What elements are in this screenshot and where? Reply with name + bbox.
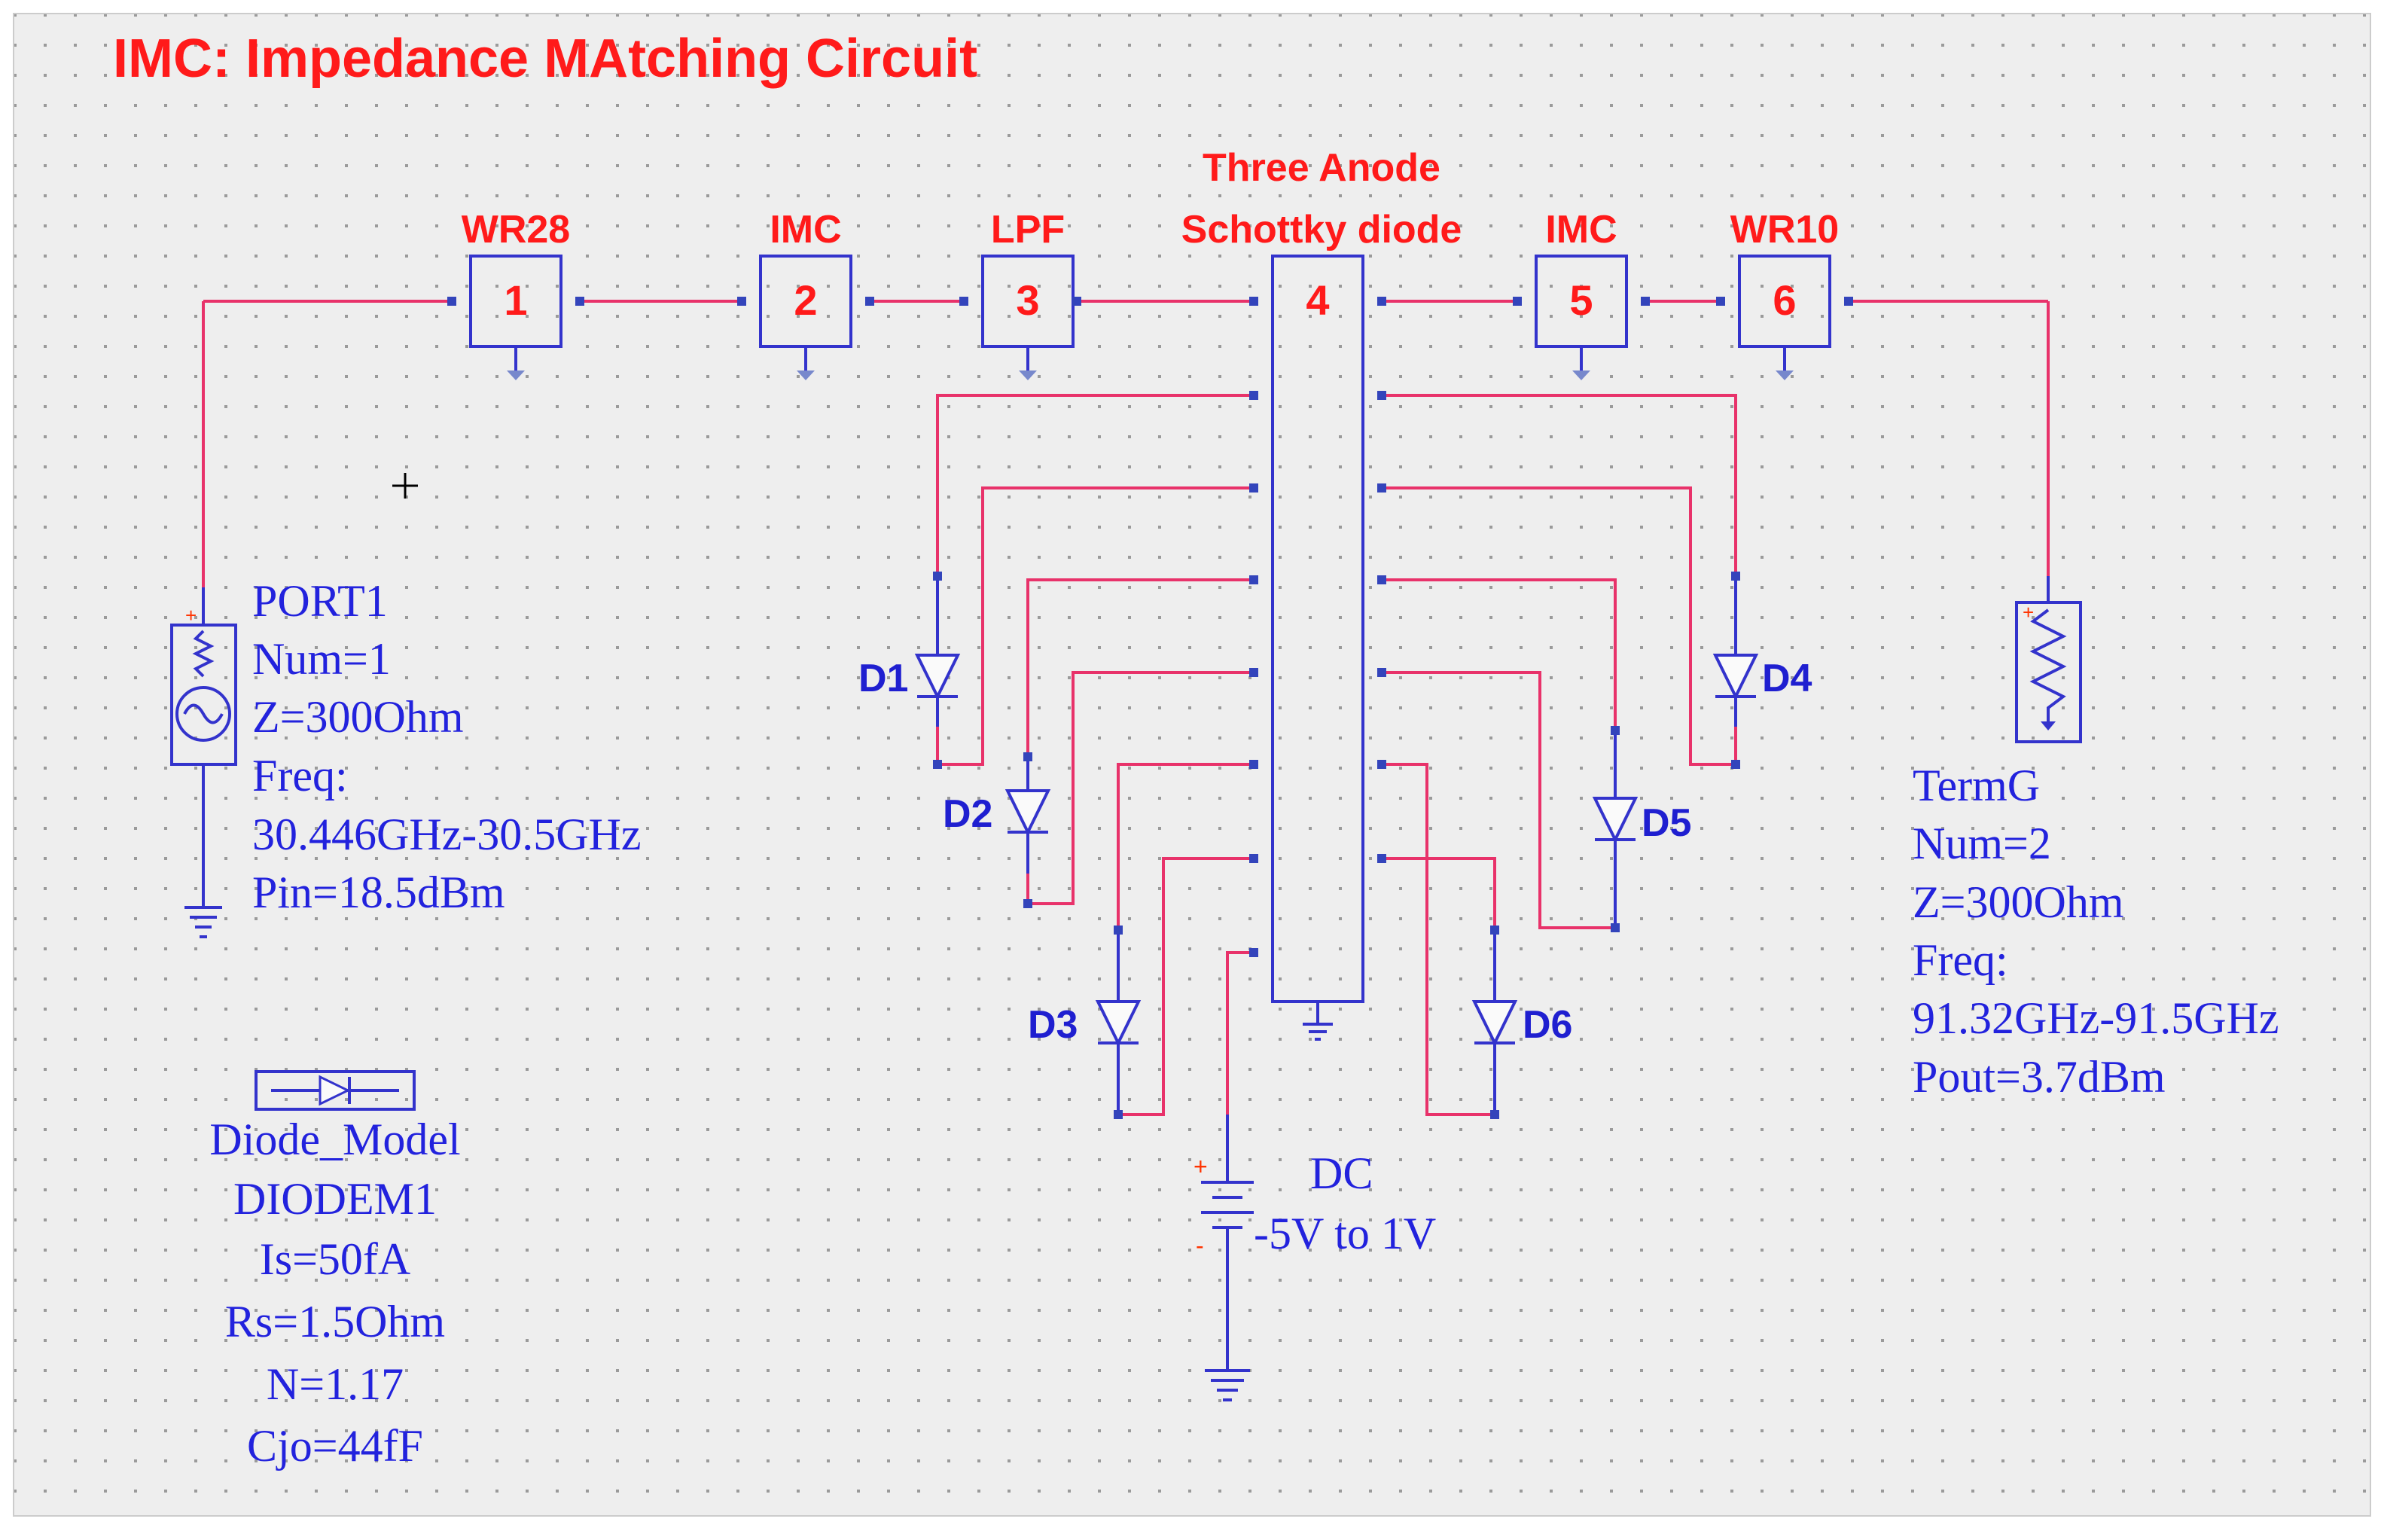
port1-pin: Pin=18.5dBm [252, 868, 505, 917]
block-3-number: 3 [1016, 276, 1039, 324]
block-1-number: 1 [504, 276, 527, 324]
termg-freq-label: Freq: [1913, 935, 2008, 985]
diode-model-name: DIODEM1 [233, 1174, 437, 1224]
crosshair-cursor-icon [392, 473, 418, 499]
block-2-label: IMC [770, 208, 841, 252]
main-signal-wires [202, 300, 2050, 587]
block-2-imc[interactable]: IMC 2 [737, 208, 874, 380]
plus-marker: + [2023, 601, 2034, 624]
block-5-number: 5 [1569, 276, 1593, 324]
diode-d6[interactable]: D6 [1471, 926, 1572, 1119]
port1-parameters: PORT1 Num=1 Z=300Ohm Freq: 30.446GHz-30.… [252, 576, 642, 917]
dc-source-parameters: DC -5V to 1V [1254, 1148, 1436, 1258]
diode-d5-label: D5 [1642, 801, 1691, 845]
port1-impedance: Z=300Ohm [252, 692, 464, 742]
ac-source-icon [175, 686, 231, 742]
dc-source[interactable]: + - [1194, 1115, 1254, 1401]
diode-model-parameters: Diode_Model DIODEM1 Is=50fA Rs=1.5Ohm N=… [209, 1115, 460, 1471]
plus-marker: + [185, 604, 197, 627]
diode-d4[interactable]: D4 [1712, 572, 1812, 769]
dc-range: -5V to 1V [1254, 1209, 1436, 1258]
block-4-label-line2: Schottky diode [1181, 208, 1462, 252]
termg-name: TermG [1913, 761, 2040, 810]
diode-model-rs: Rs=1.5Ohm [225, 1297, 445, 1346]
block-5-imc[interactable]: IMC 5 [1513, 208, 1650, 380]
block-1-wr28[interactable]: WR28 1 [447, 208, 584, 380]
diode-d3[interactable]: D3 [1028, 926, 1142, 1119]
block-4-number: 4 [1306, 276, 1329, 324]
diode-model-is: Is=50fA [260, 1234, 410, 1284]
port1-num: Num=1 [252, 634, 391, 684]
diode-d5[interactable]: D5 [1592, 726, 1691, 932]
port1-source[interactable]: + [170, 587, 237, 938]
resistor-icon [2029, 608, 2067, 723]
diode-d1[interactable]: D1 [858, 572, 961, 769]
termg-parameters: TermG Num=2 Z=300Ohm Freq: 91.32GHz-91.5… [1913, 761, 2279, 1102]
diode-d2-label: D2 [943, 792, 992, 836]
diode-d1-label: D1 [858, 657, 908, 700]
schematic-frame [13, 13, 2371, 1517]
block-4-label-line1: Three Anode [1203, 146, 1440, 190]
diode-d2[interactable]: D2 [943, 752, 1051, 908]
termg-freq-value: 91.32GHz-91.5GHz [1913, 993, 2279, 1043]
diode-d4-label: D4 [1762, 657, 1812, 700]
block-2-number: 2 [794, 276, 817, 324]
port1-freq-label: Freq: [252, 751, 348, 800]
diode-d3-label: D3 [1028, 1003, 1078, 1047]
block-3-label: LPF [991, 208, 1065, 252]
port1-name: PORT1 [252, 576, 388, 626]
block-6-wr10[interactable]: WR10 6 [1716, 208, 1853, 380]
block-6-label: WR10 [1730, 208, 1839, 252]
diode-model-type: Diode_Model [209, 1115, 460, 1164]
minus-marker: - [1196, 1232, 1204, 1259]
termg-load[interactable]: + [2015, 576, 2082, 743]
plus-marker: + [1194, 1153, 1208, 1180]
block-1-label: WR28 [462, 208, 570, 252]
termg-pout: Pout=3.7dBm [1913, 1052, 2166, 1102]
diode-branch-wires [936, 394, 1737, 1116]
diode-model-symbol[interactable] [255, 1070, 416, 1111]
termg-impedance: Z=300Ohm [1913, 877, 2124, 927]
block-4-three-anode-schottky-diode[interactable]: Three Anode Schottky diode 4 [1181, 146, 1462, 1041]
termg-num: Num=2 [1913, 819, 2051, 868]
diode-d6-label: D6 [1523, 1003, 1572, 1047]
diode-model-n: N=1.17 [267, 1359, 404, 1409]
block-6-number: 6 [1773, 276, 1796, 324]
dc-name: DC [1310, 1148, 1373, 1198]
block-5-label: IMC [1545, 208, 1617, 252]
block-3-lpf[interactable]: LPF 3 [959, 208, 1081, 380]
port1-freq-value: 30.446GHz-30.5GHz [252, 810, 642, 859]
resistor-icon [192, 630, 215, 678]
page-title: IMC: Impedance MAtching Circuit [113, 29, 977, 89]
diode-model-cjo: Cjo=44fF [247, 1421, 423, 1471]
